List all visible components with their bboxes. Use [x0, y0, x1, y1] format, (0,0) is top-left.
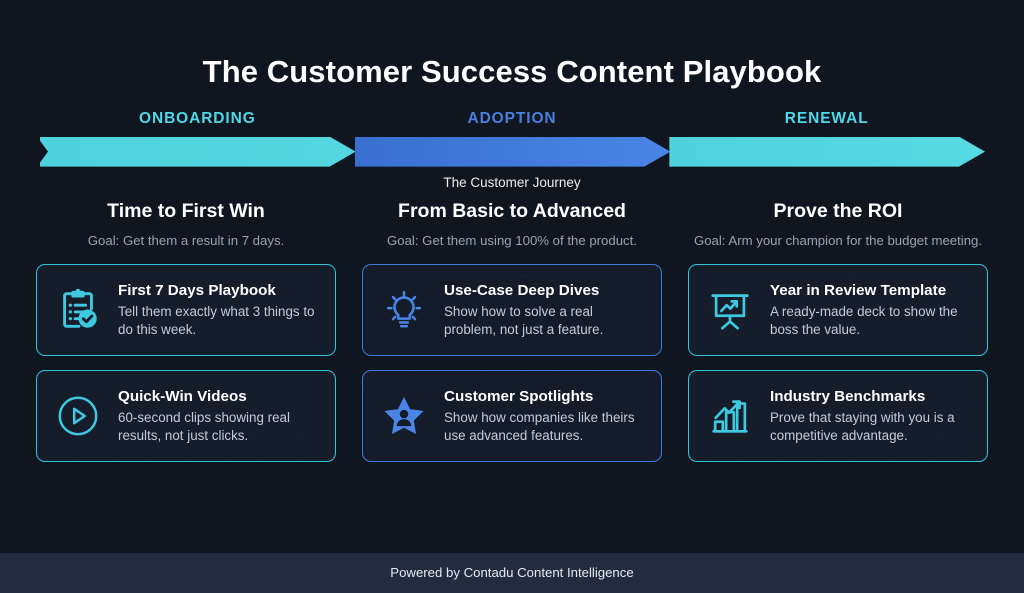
bar-chart-growth-icon [704, 390, 756, 442]
card-title: First 7 Days Playbook [118, 282, 276, 300]
card-title: Quick-Win Videos [118, 387, 247, 405]
column-from-basic-to-advanced: From Basic to Advanced Goal: Get them us… [362, 200, 662, 476]
column-time-to-first-win: Time to First Win Goal: Get them a resul… [36, 200, 336, 476]
play-circle-icon [52, 390, 104, 442]
stage-label-onboarding: ONBOARDING [139, 109, 256, 127]
card-description: A ready-made deck to show the boss the v… [770, 304, 958, 338]
card-description: Show how to solve a real problem, not ju… [444, 304, 604, 338]
card-title: Industry Benchmarks [770, 387, 926, 405]
card-body: Quick-Win Videos 60-second clips showing… [118, 387, 320, 445]
card-title: Year in Review Template [770, 282, 947, 300]
presentation-chart-icon [704, 284, 756, 336]
customer-journey-timeline: ONBOARDING ADOPTION RENEWAL The Customer… [0, 110, 1024, 190]
lightbulb-icon [378, 284, 430, 336]
column-title: From Basic to Advanced [398, 199, 626, 222]
card-title: Use-Case Deep Dives [444, 282, 600, 300]
column-goal: Goal: Get them using 100% of the product… [387, 233, 637, 249]
card-first-7-days-playbook[interactable]: First 7 Days Playbook Tell them exactly … [36, 264, 336, 356]
column-prove-the-roi: Prove the ROI Goal: Arm your champion fo… [688, 200, 988, 476]
column-cards: Use-Case Deep Dives Show how to solve a … [362, 264, 662, 462]
stage-label-renewal: RENEWAL [784, 109, 869, 127]
card-quick-win-videos[interactable]: Quick-Win Videos 60-second clips showing… [36, 369, 336, 462]
stage-label-adoption: ADOPTION [467, 109, 557, 127]
footer-attribution: Powered by Contadu Content Intelligence [390, 565, 634, 581]
footer-bar: Powered by Contadu Content Intelligence [0, 552, 1024, 593]
card-body: Year in Review Template A ready-made dec… [770, 281, 972, 339]
card-description: Tell them exactly what 3 things to do th… [118, 304, 315, 338]
arrow-segment-onboarding-icon [40, 137, 356, 167]
column-title: Prove the ROI [773, 199, 903, 222]
star-person-icon [378, 390, 430, 442]
clipboard-check-icon [52, 284, 104, 336]
column-cards: Year in Review Template A ready-made dec… [688, 264, 988, 462]
card-body: Use-Case Deep Dives Show how to solve a … [444, 281, 646, 339]
column-title: Time to First Win [107, 199, 265, 222]
card-customer-spotlights[interactable]: Customer Spotlights Show how companies l… [362, 369, 662, 462]
column-cards: First 7 Days Playbook Tell them exactly … [36, 264, 336, 462]
card-title: Customer Spotlights [444, 387, 594, 405]
column-goal: Goal: Arm your champion for the budget m… [693, 233, 983, 249]
card-body: Customer Spotlights Show how companies l… [444, 387, 646, 445]
page-title: The Customer Success Content Playbook [202, 53, 822, 89]
card-description: Show how companies like theirs use advan… [444, 409, 635, 443]
arrow-segment-adoption-icon [355, 137, 671, 167]
card-year-in-review-template[interactable]: Year in Review Template A ready-made dec… [688, 264, 988, 356]
card-use-case-deep-dives[interactable]: Use-Case Deep Dives Show how to solve a … [362, 264, 662, 356]
card-description: Prove that staying with you is a competi… [770, 409, 955, 443]
arrow-segment-renewal-icon [669, 137, 985, 167]
column-goal: Goal: Get them a result in 7 days. [87, 233, 285, 249]
playbook-columns: Time to First Win Goal: Get them a resul… [36, 200, 988, 476]
card-description: 60-second clips showing real results, no… [118, 409, 290, 443]
journey-caption: The Customer Journey [443, 174, 581, 190]
card-industry-benchmarks[interactable]: Industry Benchmarks Prove that staying w… [688, 369, 988, 462]
journey-arrows [40, 137, 984, 167]
infographic-page: The Customer Success Content Playbook ON… [0, 20, 1024, 593]
journey-stage-labels: ONBOARDING ADOPTION RENEWAL [40, 110, 984, 128]
card-body: First 7 Days Playbook Tell them exactly … [118, 281, 320, 339]
card-body: Industry Benchmarks Prove that staying w… [770, 387, 972, 445]
